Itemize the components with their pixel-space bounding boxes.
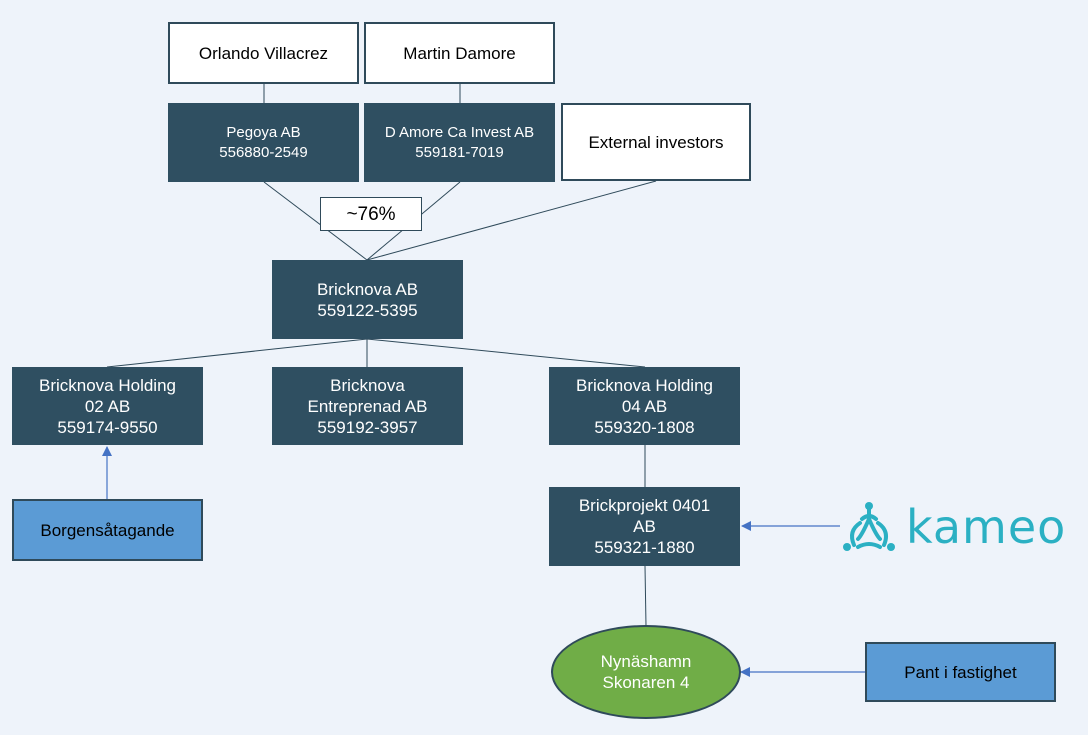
entreprenad-box: Bricknova Entreprenad AB 559192-3957 [272,367,463,445]
external-investors-label: External investors [588,132,724,152]
guarantee-label: Borgensåtagande [40,520,175,540]
project-org: 559321-1880 [594,538,695,557]
pegoya-org: 556880-2549 [219,143,308,161]
bricknova-ab-name: Bricknova AB [316,279,419,299]
ownership-share-label: ~76% [346,203,396,225]
guarantee-box: Borgensåtagande [12,499,203,561]
external-investors-box: External investors [561,103,751,181]
holding02-line2: 02 AB [84,396,131,416]
holding04-line2: 04 AB [621,396,668,416]
line-project-property [644,565,647,627]
owner-orlando-label: Orlando Villacrez [198,43,329,63]
pledge-label: Pant i fastighet [904,662,1017,682]
property-line2: Skonaren 4 [602,673,690,692]
project-box: Brickprojekt 0401 AB 559321-1880 [549,487,740,566]
line-bricknova-holding04 [366,338,646,368]
line-pegoya-bricknova [263,181,368,261]
property-oval: Nynäshamn Skonaren 4 [551,625,741,719]
owner-martin-label: Martin Damore [403,43,516,63]
holding02-box: Bricknova Holding 02 AB 559174-9550 [12,367,203,445]
holding04-line1: Bricknova Holding [575,375,713,395]
bricknova-ab-box: Bricknova AB 559122-5395 [272,260,463,339]
project-line2: AB [633,517,656,536]
damore-name: D Amore Ca Invest AB [384,123,535,141]
kameo-wordmark: kameo [906,500,1067,554]
holding02-org: 559174-9550 [57,417,158,437]
entreprenad-line1: Bricknova [330,375,405,395]
damore-box: D Amore Ca Invest AB 559181-7019 [364,103,555,182]
bricknova-ab-org: 559122-5395 [317,300,418,320]
pegoya-box: Pegoya AB 556880-2549 [168,103,359,182]
owner-orlando-box: Orlando Villacrez [168,22,359,84]
kameo-logo-icon [843,502,895,551]
holding02-line1: Bricknova Holding [38,375,176,395]
property-line1: Nynäshamn [600,652,692,671]
pegoya-name: Pegoya AB [226,123,301,141]
line-bricknova-holding02 [106,338,368,368]
kameo-logo: kameo [840,500,1066,554]
entreprenad-line2: Entreprenad AB [307,396,428,416]
holding04-box: Bricknova Holding 04 AB 559320-1808 [549,367,740,445]
damore-org: 559181-7019 [415,143,504,161]
project-line1: Brickprojekt 0401 [578,496,711,515]
holding04-org: 559320-1808 [594,417,695,437]
pledge-box: Pant i fastighet [865,642,1056,702]
ownership-share-badge: ~76% [320,197,422,231]
entreprenad-org: 559192-3957 [317,417,418,437]
line-external-bricknova [366,180,657,261]
owner-martin-box: Martin Damore [364,22,555,84]
